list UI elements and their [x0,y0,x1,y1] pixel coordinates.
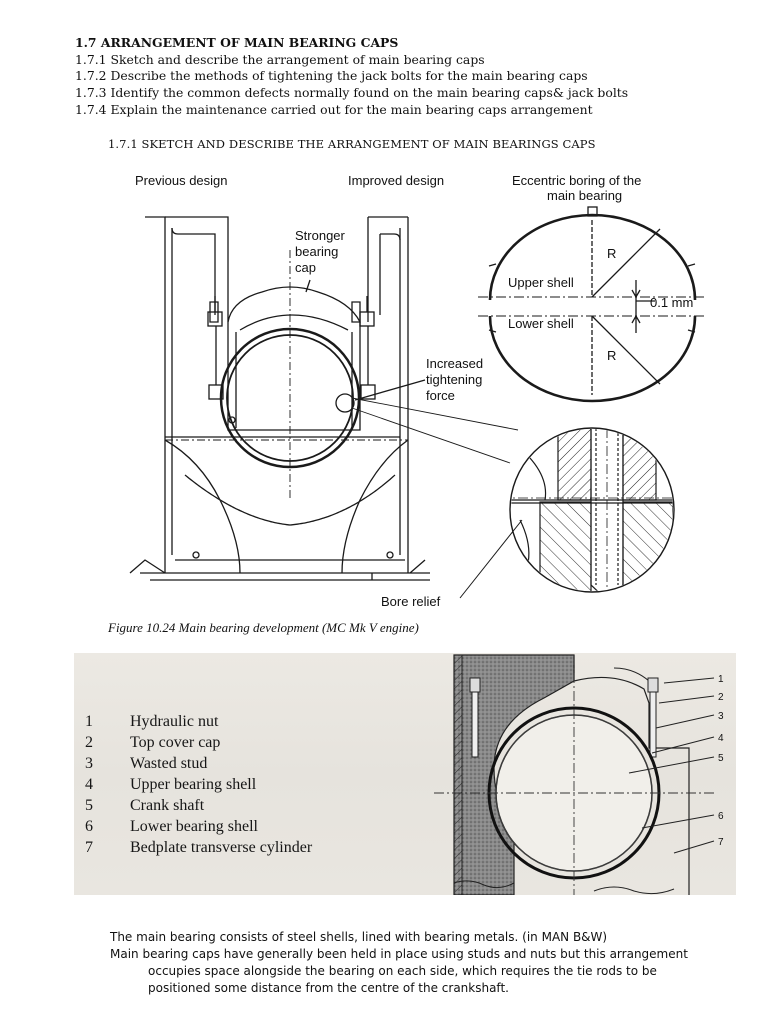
label-stronger-1: Stronger [295,228,346,243]
body-line-1: The main bearing consists of steel shell… [110,930,608,944]
label-r-bottom: R [607,348,616,363]
callout-6: 6 [718,811,724,822]
label-improved-design: Improved design [348,173,444,188]
label-increased-3: force [426,388,455,403]
label-eccentric-2: main bearing [547,188,622,203]
callout-7: 7 [718,837,724,848]
callout-1: 1 [718,674,724,685]
body-line-3: occupies space alongside the bearing on … [148,964,657,978]
callout-5: 5 [718,753,724,764]
body-line-4: positioned some distance from the centre… [148,981,509,995]
main-bearing-figure: Previous design Improved design Eccentri… [129,173,705,609]
figure-caption: Figure 10.24 Main bearing development (M… [108,620,419,635]
label-r-top: R [607,246,616,261]
objective-3: 1.7.3 Identify the common defects normal… [75,85,629,100]
label-stronger-2: bearing [295,244,338,259]
callout-3: 3 [718,711,724,722]
callout-4: 4 [718,733,724,744]
label-stronger-3: cap [295,260,316,275]
label-increased-1: Increased [426,356,483,371]
callout-2: 2 [718,692,724,703]
label-increased-2: tightening [426,372,482,387]
objective-4: 1.7.4 Explain the maintenance carried ou… [75,102,593,117]
subsection-heading: 1.7.1 SKETCH AND DESCRIBE THE ARRANGEMEN… [108,137,596,151]
label-lower-shell: Lower shell [508,316,574,331]
objective-2: 1.7.2 Describe the methods of tightening… [75,68,588,83]
body-line-2: Main bearing caps have generally been he… [110,947,688,961]
section-title: 1.7 ARRANGEMENT OF MAIN BEARING CAPS [75,35,399,50]
label-upper-shell: Upper shell [508,275,574,290]
objective-1: 1.7.1 Sketch and describe the arrangemen… [75,52,485,67]
bearing-cross-section: 1 2 3 4 5 6 7 [434,654,724,895]
label-eccentric-1: Eccentric boring of the [512,173,641,188]
label-previous-design: Previous design [135,173,228,188]
label-bore-relief: Bore relief [381,594,441,609]
label-offset: 0.1 mm [650,295,693,310]
